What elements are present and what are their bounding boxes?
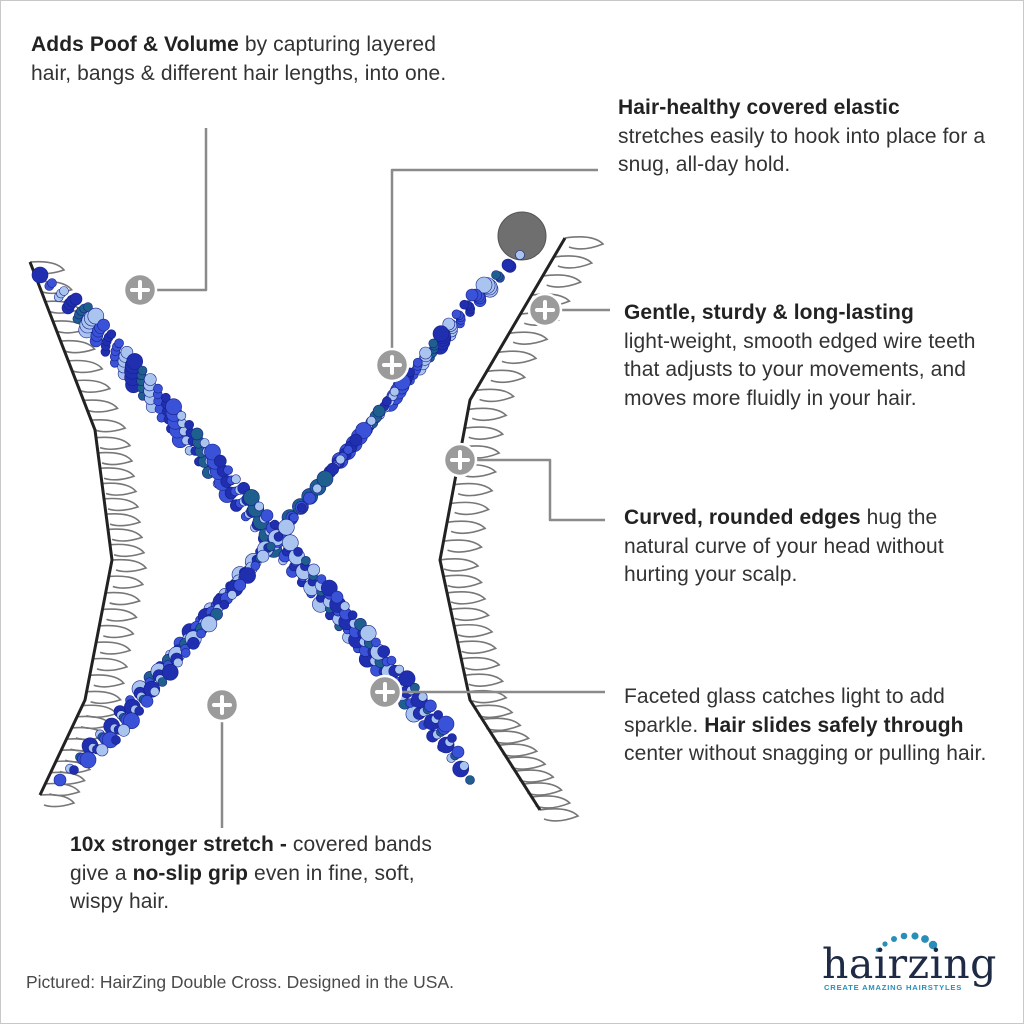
callout-curved: Curved, rounded edges hug the natural cu… <box>624 506 944 586</box>
callout-leader-lines <box>140 128 610 828</box>
callout-faceted: Faceted glass catches light to add spark… <box>624 685 987 765</box>
callout-markers <box>122 272 563 723</box>
wire-comb-teeth <box>29 236 605 822</box>
callout-volume: Adds Poof & Volume by capturing layered … <box>31 33 447 85</box>
beaded-elastic-bands <box>31 250 525 787</box>
wire-frame <box>28 211 567 811</box>
callout-stretch: 10x stronger stretch - covered bands giv… <box>70 833 432 913</box>
brand-logo: hairzing CREATE AMAZING HAIRSTYLES <box>818 930 997 1000</box>
brand-wordmark: hairzing <box>822 940 997 988</box>
logo-dots-icon <box>875 932 938 952</box>
product-caption: Pictured: HairZing Double Cross. Designe… <box>26 972 454 992</box>
brand-tagline: CREATE AMAZING HAIRSTYLES <box>824 983 963 992</box>
